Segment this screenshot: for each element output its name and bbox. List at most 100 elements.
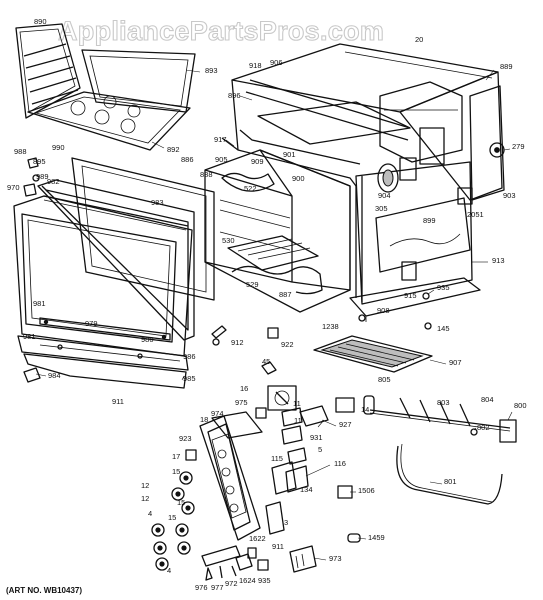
watermark: AppliancePartsPros.com — [58, 16, 384, 46]
part-callout: 893 — [205, 66, 218, 75]
part-callout: 116 — [334, 459, 346, 468]
part-callout: 905 — [215, 155, 228, 164]
part-callout: 935 — [258, 576, 271, 585]
part-callout: 800 — [514, 401, 527, 410]
part-callout: 20 — [415, 35, 423, 44]
part-callout: 889 — [500, 62, 513, 71]
bottom-cover — [349, 277, 481, 322]
part-callout: 903 — [503, 191, 516, 200]
part-callout: 975 — [235, 398, 248, 407]
vent-grille — [313, 335, 433, 373]
part-callout: 14 — [361, 405, 369, 414]
part-callout: 804 — [481, 395, 494, 404]
part-callout: 989 — [36, 172, 49, 181]
cavity-frame — [221, 129, 473, 305]
part-callout: 16 — [240, 384, 248, 393]
part-callout: 115 — [271, 454, 283, 463]
part-callout: 981 — [33, 299, 46, 308]
part-callout: 980 — [141, 335, 154, 344]
part-callout: 805 — [378, 375, 391, 384]
part-callout: 922 — [281, 340, 294, 349]
rear-duct-assembly — [379, 81, 505, 201]
part-callout: 931 — [310, 433, 323, 442]
part-callout: 896 — [228, 91, 241, 100]
part-callout: 803 — [437, 398, 450, 407]
part-callout: 972 — [225, 579, 238, 588]
part-callout: 2051 — [467, 210, 484, 219]
part-callout: 11 — [293, 399, 301, 408]
hinge-pins — [211, 325, 279, 346]
oven-rack-panel — [15, 23, 81, 119]
part-callout: 970 — [7, 183, 20, 192]
part-callout: 911 — [272, 542, 284, 551]
part-callout: 986 — [183, 352, 196, 361]
part-callout: 900 — [292, 174, 305, 183]
part-callout: 985 — [183, 374, 196, 383]
part-callout: 979 — [85, 319, 98, 328]
part-callout: 977 — [211, 583, 224, 592]
oven-door — [13, 195, 193, 357]
part-callout: 988 — [14, 147, 27, 156]
part-callout: 1624 — [239, 576, 256, 585]
door-inner-panel — [37, 157, 215, 341]
part-callout: 907 — [449, 358, 462, 367]
part-callout: 134 — [300, 485, 313, 494]
part-callout: 890 — [34, 17, 47, 26]
part-callout: 895 — [33, 157, 46, 166]
part-callout: 1238 — [322, 322, 339, 331]
part-callout: 917 — [214, 135, 227, 144]
part-callout: 984 — [48, 371, 61, 380]
part-callout: 12 — [141, 494, 149, 503]
part-callout: 305 — [375, 204, 388, 213]
control-components — [255, 361, 355, 535]
part-callout: 801 — [444, 477, 457, 486]
part-callout: 983 — [151, 198, 164, 207]
part-callout: 974 — [211, 409, 224, 418]
part-callout: 529 — [246, 280, 259, 289]
part-callout: 913 — [492, 256, 505, 265]
part-callout: 18 — [200, 415, 208, 424]
part-callout: 279 — [512, 142, 525, 151]
part-callout: 887 — [279, 290, 292, 299]
part-callout: 522 — [244, 184, 257, 193]
door-stop-984 — [23, 367, 41, 383]
part-callout: 899 — [423, 216, 436, 225]
control-panel-assembly — [185, 411, 263, 541]
broiler-pan-insert — [81, 49, 196, 113]
part-callout: 15 — [177, 498, 185, 507]
part-callout: 901 — [283, 150, 296, 159]
part-callout: 4 — [167, 566, 171, 575]
part-callout: 17 — [172, 452, 180, 461]
part-callout: 1622 — [249, 534, 266, 543]
part-callout: 911 — [112, 397, 124, 406]
part-callout: 3 — [284, 518, 288, 527]
part-callout: 1506 — [358, 486, 375, 495]
lower-trim-and-sockets — [201, 533, 361, 581]
part-callout: 912 — [231, 338, 244, 347]
part-callout: 909 — [251, 157, 264, 166]
part-callout: 4 — [148, 509, 152, 518]
part-callout: 886 — [181, 155, 194, 164]
broiler-pan — [27, 91, 191, 151]
part-callout: 908 — [377, 306, 390, 315]
part-callout: 982 — [47, 177, 60, 186]
art-number: (ART NO. WB10437) — [6, 586, 82, 595]
part-callout: 990 — [52, 143, 65, 152]
part-callout: 888 — [200, 170, 213, 179]
part-callout: 530 — [222, 236, 235, 245]
part-callout: 12 — [141, 481, 149, 490]
part-callout: 892 — [167, 145, 180, 154]
door-hinge-hardware — [23, 157, 49, 197]
rotisserie-assembly — [363, 395, 517, 505]
thermostat-and-controls — [375, 157, 473, 330]
part-callout: 927 — [339, 420, 352, 429]
control-knobs — [151, 471, 195, 571]
part-callout: 15 — [172, 467, 180, 476]
part-callout: 923 — [179, 434, 192, 443]
part-callout: 906 — [270, 58, 283, 67]
part-callout: 802 — [477, 423, 490, 432]
part-callout: 45 — [262, 357, 270, 366]
part-callout: 973 — [329, 554, 342, 563]
